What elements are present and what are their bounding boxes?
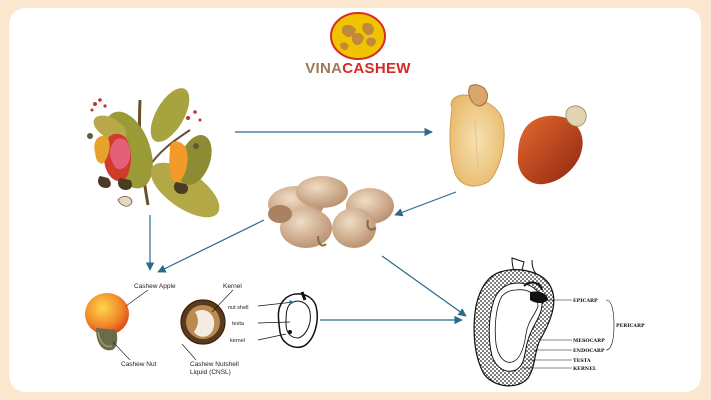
label-kernel-section: KERNEL <box>573 366 597 372</box>
label-testa-section: TESTA <box>573 358 591 364</box>
cashew-apple-photo <box>85 293 129 351</box>
arrow-nuts-to-apple <box>157 219 265 273</box>
vinacashew-logo: VINACASHEW <box>300 10 416 80</box>
arrow-fruit-to-nuts <box>394 191 457 217</box>
opened-nut-photo <box>180 299 226 345</box>
label-cnsl-2: Liquid (CNSL) <box>190 369 231 376</box>
label-cashew-apple: Cashew Apple <box>134 283 176 290</box>
label-kernel: Kernel <box>223 283 242 290</box>
label-endocarp: ENDOCARP <box>573 348 605 354</box>
flow-arrows <box>145 127 467 325</box>
label-cnsl-1: Cashew Nutshell <box>190 361 239 368</box>
nut-outline-diagram <box>257 291 318 348</box>
label-cashew-nut: Cashew Nut <box>121 361 157 368</box>
label-nut-shell: nut shell <box>228 305 249 311</box>
raw-cashew-nuts <box>268 176 394 248</box>
logo-text-vina: VINA <box>305 60 343 77</box>
cashew-cross-section-diagram <box>473 257 615 387</box>
label-epicarp: EPICARP <box>573 298 598 304</box>
cashew-fruit-cut <box>449 84 505 187</box>
label-pericarp: PERICARP <box>616 323 645 329</box>
label-leader-lines <box>112 289 234 361</box>
cashew-emblem-icon <box>330 12 386 60</box>
label-testa: testa <box>232 321 245 327</box>
logo-wordmark: VINACASHEW <box>300 60 416 77</box>
cashew-plant-illustration <box>87 88 220 218</box>
cashew-fruit-whole <box>517 105 587 185</box>
label-kernel-small: kernel <box>230 338 245 344</box>
label-mesocarp: MESOCARP <box>573 338 605 344</box>
logo-text-cashew: CASHEW <box>342 60 411 77</box>
arrow-nuts-to-section <box>381 255 467 317</box>
